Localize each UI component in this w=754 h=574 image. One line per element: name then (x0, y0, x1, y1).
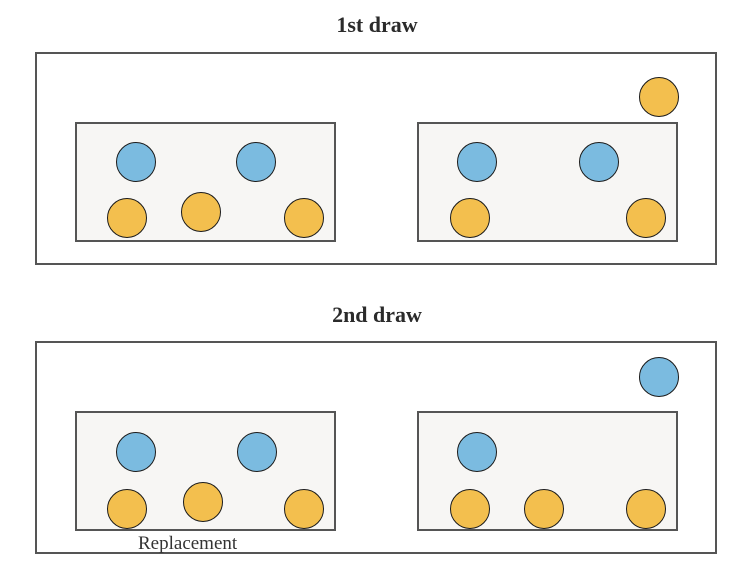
first-draw-urn-left (75, 122, 336, 242)
ball (237, 432, 277, 472)
ball (183, 482, 223, 522)
ball (116, 142, 156, 182)
ball (236, 142, 276, 182)
ball (457, 142, 497, 182)
ball (524, 489, 564, 529)
ball (457, 432, 497, 472)
second-draw-title: 2nd draw (332, 302, 422, 327)
second-draw-urn-left (75, 411, 336, 531)
ball (450, 198, 490, 238)
replacement-caption: Replacement (138, 533, 238, 554)
first-draw-title: 1st draw (336, 12, 418, 37)
ball (626, 198, 666, 238)
ball (116, 432, 156, 472)
ball (181, 192, 221, 232)
second-draw-drawn-ball (639, 357, 679, 397)
first-draw-panel (35, 52, 717, 265)
ball (107, 198, 147, 238)
ball (579, 142, 619, 182)
second-draw-panel (35, 341, 717, 554)
ball (284, 198, 324, 238)
ball (450, 489, 490, 529)
ball (107, 489, 147, 529)
first-draw-urn-right (417, 122, 678, 242)
first-draw-drawn-ball (639, 77, 679, 117)
ball (284, 489, 324, 529)
ball (626, 489, 666, 529)
second-draw-urn-right (417, 411, 678, 531)
